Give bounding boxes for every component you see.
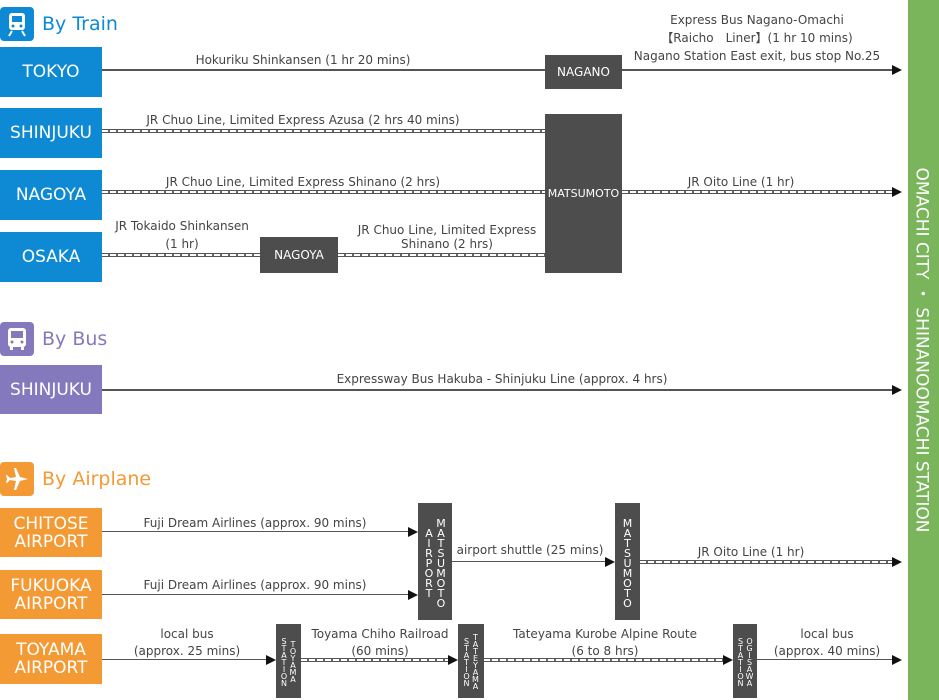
route-line [757, 659, 892, 660]
rail-line [102, 129, 545, 133]
station-name: AIRPORT [422, 526, 436, 597]
route-line [102, 594, 408, 595]
section-title: By Airplane [42, 468, 152, 490]
arrow-icon [892, 557, 902, 567]
origin-name: FUKUOKA [10, 575, 92, 596]
arrow-icon [266, 655, 276, 665]
origin-name: AIRPORT [14, 531, 88, 552]
arrow-icon [408, 527, 418, 537]
rail-line [622, 190, 892, 194]
station-name: STATION [462, 636, 471, 686]
route-label: JR Oito Line (1 hr) [697, 545, 805, 559]
rail-line [640, 560, 892, 564]
route-label: local bus [160, 627, 214, 641]
origin-name: AIRPORT [14, 593, 88, 614]
airplane-icon [0, 462, 34, 496]
arrow-icon [892, 187, 902, 197]
station-name: TOYAMA [288, 640, 298, 682]
route-line [102, 389, 892, 391]
rail-line [484, 658, 723, 662]
station-name: STATION [736, 636, 745, 686]
route-label: Expressway Bus Hakuba - Shinjuku Line (a… [336, 372, 668, 386]
route-label: (approx. 40 mins) [773, 644, 881, 658]
arrow-icon [892, 655, 902, 665]
station-nagano: NAGANO [545, 55, 622, 89]
route-label: JR Oito Line (1 hr) [687, 175, 795, 189]
route-line [452, 561, 605, 562]
destination-bar: OMACHI CITY ・ SHINANOOMACHI STATION [908, 0, 939, 700]
station-name: MATSUMOTO [621, 516, 634, 607]
route-label: Express Bus Nagano-Omachi [670, 13, 844, 27]
route-label: Toyama Chiho Railroad [311, 627, 449, 641]
arrow-icon [723, 655, 733, 665]
rail-line [102, 190, 545, 194]
arrow-icon [892, 65, 902, 75]
route-line [102, 659, 266, 660]
route-label: Nagano Station East exit, bus stop No.25 [633, 49, 881, 63]
destination-label: OMACHI CITY ・ SHINANOOMACHI STATION [911, 167, 931, 533]
origin-nagoya: NAGOYA [0, 170, 102, 220]
route-label: JR Chuo Line, Limited Express Shinano (2… [165, 175, 441, 189]
origin-name: TOYAMA [16, 640, 86, 660]
route-label: (6 to 8 hrs) [571, 644, 639, 658]
station-name: STATION [279, 636, 289, 686]
route-label: (60 mins) [351, 644, 409, 658]
arrow-icon [605, 557, 615, 567]
section-title: By Bus [42, 328, 108, 350]
station-name: OGISAWA [745, 636, 754, 686]
station-nagoya: NAGOYA [260, 237, 338, 273]
route-label: JR Chuo Line, Limited Express [357, 223, 537, 237]
section-header-train: By Train [0, 7, 118, 41]
route-line [622, 69, 892, 71]
origin-name: AIRPORT [14, 658, 88, 678]
rail-line [301, 658, 448, 662]
route-label: (approx. 25 mins) [133, 644, 241, 658]
route-label: Fuji Dream Airlines (approx. 90 mins) [143, 578, 367, 592]
route-label: JR Chuo Line, Limited Express Azusa (2 h… [146, 113, 460, 127]
station-matsumoto: MATSUMOTO [545, 114, 622, 273]
route-label: airport shuttle (25 mins) [456, 543, 604, 557]
bus-icon [0, 322, 34, 356]
route-label: 【Raicho Liner】(1 hr 10 mins) [661, 31, 853, 45]
section-header-airplane: By Airplane [0, 462, 151, 496]
route-label: Hokuriku Shinkansen (1 hr 20 mins) [195, 53, 411, 67]
train-icon [0, 7, 34, 41]
route-line [102, 69, 545, 71]
arrow-icon [892, 385, 902, 395]
origin-shinjuku: SHINJUKU [0, 108, 102, 158]
origin-shinjuku-bus: SHINJUKU [0, 365, 102, 414]
arrow-icon [408, 590, 418, 600]
station-name: MATSUMOTO [434, 516, 448, 607]
origin-name: CHITOSE [13, 513, 89, 534]
route-label: Shinano (2 hrs) [401, 237, 493, 251]
route-line [102, 531, 408, 532]
rail-line [338, 253, 545, 257]
origin-osaka: OSAKA [0, 232, 102, 282]
route-label: local bus [800, 627, 854, 641]
arrow-icon [448, 655, 458, 665]
route-label: Tateyama Kurobe Alpine Route [513, 627, 697, 641]
route-label: JR Tokaido Shinkansen [115, 219, 249, 233]
route-label: Fuji Dream Airlines (approx. 90 mins) [143, 516, 367, 530]
section-header-bus: By Bus [0, 322, 107, 356]
rail-line [102, 253, 260, 257]
route-label: (1 hr) [165, 237, 199, 251]
origin-tokyo: TOKYO [0, 47, 102, 97]
section-title: By Train [42, 13, 118, 35]
station-name: TATEYAMA [471, 633, 480, 689]
station-matsumoto: MATSUMOTO [615, 503, 640, 620]
